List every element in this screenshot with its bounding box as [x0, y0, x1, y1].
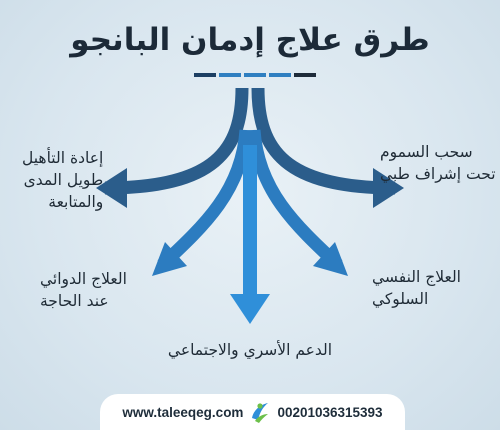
title-underline-segment	[194, 73, 216, 77]
method-line: تحت إشراف طبي	[380, 165, 496, 183]
title-underline-segment	[269, 73, 291, 77]
method-line: عند الحاجة	[40, 292, 109, 310]
phone-number[interactable]: 00201036315393	[277, 404, 383, 420]
method-line: العلاج النفسي	[372, 268, 461, 286]
taleeq-logo-icon	[249, 400, 271, 424]
method-line: والمتابعة	[48, 193, 104, 211]
method-therapy: العلاج النفسي السلوكي	[372, 266, 461, 310]
method-detox: سحب السموم تحت إشراف طبي	[380, 141, 496, 185]
method-line: سحب السموم	[380, 143, 473, 161]
title-underline	[194, 73, 316, 77]
method-line: إعادة التأهيل	[22, 149, 104, 167]
method-medication: العلاج الدوائي عند الحاجة	[40, 268, 127, 312]
page-title: طرق علاج إدمان البانجو	[70, 22, 430, 58]
method-family-support: الدعم الأسري والاجتماعي	[167, 341, 333, 359]
arrow-top-right	[251, 87, 404, 208]
title-underline-segment	[219, 73, 241, 77]
method-rehabilitation: إعادة التأهيل طويل المدى والمتابعة	[22, 147, 103, 213]
method-line: العلاج الدوائي	[40, 270, 127, 288]
method-line: طويل المدى	[23, 171, 104, 189]
arrow-top-left	[96, 87, 249, 208]
contact-footer: www.taleeqeg.com 00201036315393	[100, 394, 405, 430]
arrow-bottom	[230, 145, 270, 324]
title-underline-segment	[244, 73, 266, 77]
method-line: السلوكي	[372, 290, 429, 308]
website-link[interactable]: www.taleeqeg.com	[122, 404, 244, 420]
title-underline-segment	[294, 73, 316, 77]
